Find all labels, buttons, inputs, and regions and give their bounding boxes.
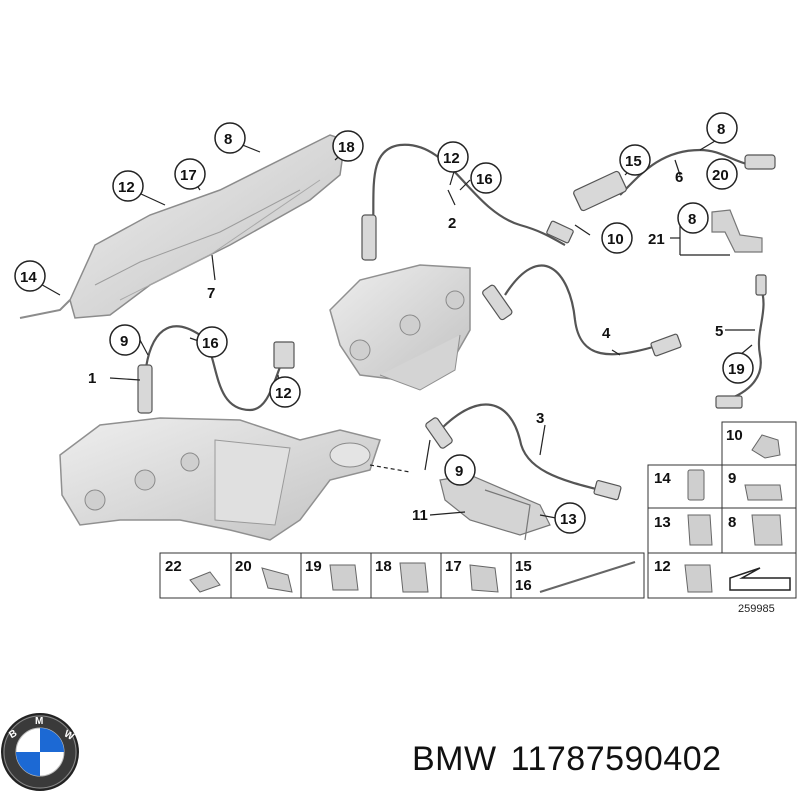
svg-text:M: M — [35, 716, 43, 727]
callout-10: 10 — [607, 231, 624, 248]
upper-exhaust-manifold — [329, 264, 471, 391]
callout-14: 14 — [20, 269, 37, 286]
callout-6: 6 — [675, 169, 683, 186]
callout-20: 20 — [712, 167, 729, 184]
callout-11: 11 — [412, 507, 428, 524]
legend-label-22: 22 — [165, 558, 182, 575]
callouts — [14, 112, 754, 534]
part-caption: BMW 11787590402 — [412, 740, 736, 779]
svg-text:B: B — [7, 728, 19, 741]
legend-bottom: 22 20 19 18 17 15 16 — [159, 552, 645, 599]
callout-15: 15 — [625, 153, 642, 170]
callout-1: 1 — [88, 370, 96, 387]
legend-label-15: 15 — [515, 558, 532, 575]
callout-9: 9 — [455, 463, 463, 480]
callout-5: 5 — [715, 323, 723, 340]
callout-12: 12 — [443, 150, 460, 167]
callout-4: 4 — [602, 325, 611, 342]
legend-label-9: 9 — [728, 470, 736, 487]
legend-label-20: 20 — [235, 558, 252, 575]
callout-16: 16 — [476, 171, 493, 188]
callout-12: 12 — [118, 179, 135, 196]
legend-right: 10 14 9 13 8 12 — [647, 421, 797, 599]
lower-exhaust-manifold — [59, 417, 381, 541]
callout-2: 2 — [448, 215, 456, 232]
legend-label-12: 12 — [654, 558, 671, 575]
legend-label-17: 17 — [445, 558, 462, 575]
callout-8: 8 — [717, 121, 725, 138]
callout-3: 3 — [536, 410, 544, 427]
legend-label-10: 10 — [726, 427, 743, 444]
brackets — [439, 209, 763, 541]
callout-16: 16 — [202, 335, 219, 352]
callout-17: 17 — [180, 167, 197, 184]
legend-label-19: 19 — [305, 558, 322, 575]
callout-18: 18 — [338, 139, 355, 156]
diagram-number: 259985 — [738, 603, 775, 615]
callout-7: 7 — [207, 285, 215, 302]
callout-13: 13 — [560, 511, 577, 528]
oxygen-sensors — [137, 154, 776, 501]
callout-8: 8 — [224, 131, 232, 148]
brand-name: BMW — [412, 740, 497, 778]
callout-19: 19 — [728, 361, 745, 378]
heat-shield — [19, 134, 346, 319]
legend-label-13: 13 — [654, 514, 671, 531]
callout-21: 21 — [648, 231, 665, 248]
part-number: 11787590402 — [510, 740, 722, 778]
callout-8: 8 — [688, 211, 696, 228]
callout-numbers: 8 17 12 18 14 7 9 16 1 12 12 16 2 4 3 15… — [20, 121, 745, 528]
legend-label-16: 16 — [515, 577, 532, 594]
callout-9: 9 — [120, 333, 128, 350]
callout-12: 12 — [275, 385, 292, 402]
legend-label-14: 14 — [654, 470, 671, 487]
bmw-logo: B M W — [1, 713, 79, 791]
legend-label-8: 8 — [728, 514, 736, 531]
legend-label-18: 18 — [375, 558, 392, 575]
